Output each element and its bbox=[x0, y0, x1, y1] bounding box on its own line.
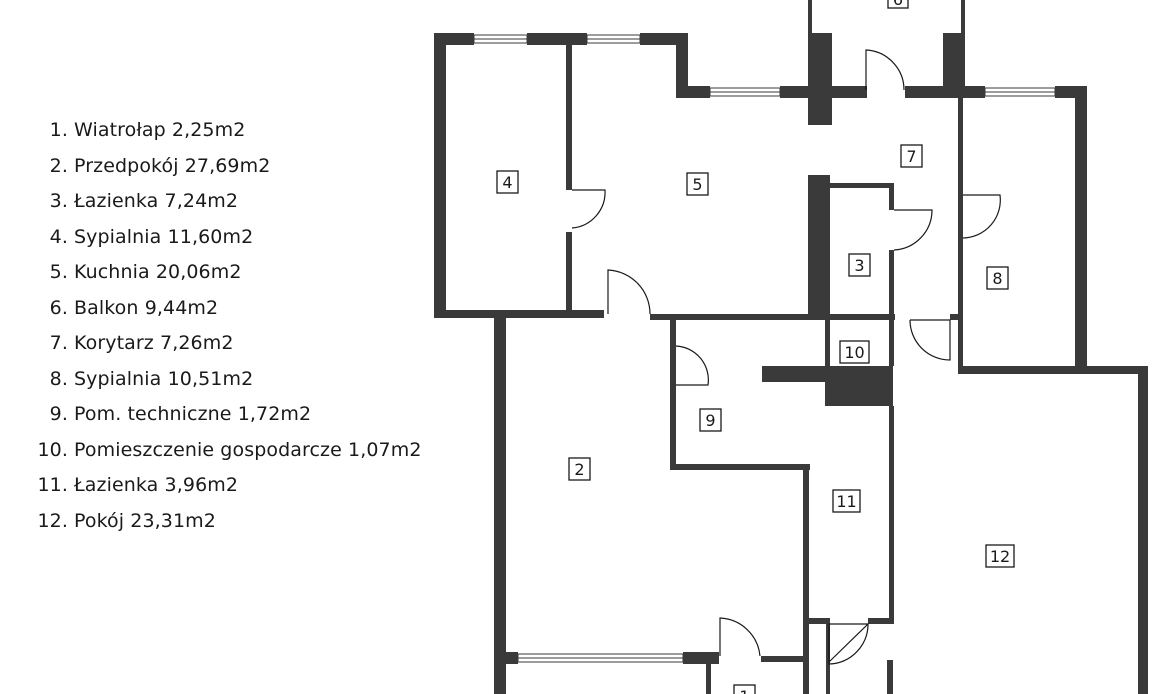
wall-corridor-stub bbox=[950, 314, 963, 320]
wall-north-12 bbox=[958, 366, 1148, 374]
svg-text:12: 12 bbox=[990, 547, 1010, 566]
legend-item-3: 3.Łazienka 7,24m2 bbox=[49, 190, 239, 212]
wall-east-12 bbox=[1138, 366, 1148, 694]
wall-south-5 bbox=[650, 314, 825, 320]
legend-item-12: 12.Pokój 23,31m2 bbox=[37, 509, 216, 532]
pier-west-6 bbox=[808, 33, 832, 125]
wall-4-5-top bbox=[566, 33, 572, 190]
wall-stub-12 bbox=[887, 660, 893, 694]
wall-west-11 bbox=[803, 470, 809, 694]
wall-east-8 bbox=[1075, 86, 1087, 374]
wall-west-8 bbox=[958, 98, 963, 370]
wall-north-5b bbox=[676, 86, 710, 98]
room-label-10: 10 bbox=[839, 340, 870, 364]
door-room-11-frame bbox=[828, 623, 870, 664]
room-label-12: 12 bbox=[985, 544, 1015, 568]
door-room-12 bbox=[909, 319, 951, 361]
door-room-4 bbox=[571, 189, 606, 229]
wall-south-2a bbox=[494, 652, 518, 664]
room-label-7: 7 bbox=[900, 144, 923, 168]
wall-west-9 bbox=[670, 314, 676, 470]
room-label-9: 9 bbox=[699, 408, 722, 432]
svg-text:5: 5 bbox=[692, 175, 702, 194]
svg-text:1: 1 bbox=[739, 687, 749, 694]
wall-south-9 bbox=[670, 464, 810, 470]
legend-item-2: 2.Przedpokój 27,69m2 bbox=[49, 154, 271, 177]
wall-south-2b bbox=[683, 652, 719, 664]
door-room-2-top bbox=[607, 269, 651, 315]
windows bbox=[473, 34, 1056, 663]
doors bbox=[571, 49, 1001, 665]
wall-east-10 bbox=[889, 320, 894, 366]
wall-north-4a bbox=[434, 33, 474, 45]
legend-item-8: 8.Sypialnia 10,51m2 bbox=[49, 367, 254, 390]
legend-item-11: 11.Łazienka 3,96m2 bbox=[37, 474, 239, 496]
walls bbox=[434, 0, 1148, 694]
wall-north-4b bbox=[527, 33, 587, 45]
wall-step-5 bbox=[676, 33, 688, 98]
room-legend: 1.Wiatrołap 2,25m2 2.Przedpokój 27,69m2 … bbox=[30, 116, 422, 542]
balcony-rail-east bbox=[961, 0, 965, 33]
wall-west-10 bbox=[825, 320, 830, 366]
balcony-rail-west bbox=[808, 0, 812, 33]
door-room-9 bbox=[675, 345, 709, 386]
legend-item-10: 10.Pomieszczenie gospodarcze 1,07m2 bbox=[37, 438, 422, 461]
room-label-1: 1 bbox=[733, 684, 756, 694]
wall-south-2c bbox=[761, 656, 809, 662]
wall-south-11a bbox=[803, 618, 829, 624]
room-label-3: 3 bbox=[848, 253, 871, 277]
wall-west-4 bbox=[434, 33, 446, 316]
svg-text:9: 9 bbox=[705, 411, 715, 430]
wall-east-3b bbox=[889, 250, 894, 320]
wall-passage bbox=[826, 618, 830, 694]
wall-south-3 bbox=[825, 314, 895, 320]
door-room-1 bbox=[719, 617, 761, 657]
svg-text:7: 7 bbox=[906, 147, 916, 166]
svg-text:6: 6 bbox=[893, 0, 903, 9]
svg-text:4: 4 bbox=[502, 173, 512, 192]
legend-item-9: 9.Pom. techniczne 1,72m2 bbox=[49, 403, 312, 425]
legend-item-6: 6.Balkon 9,44m2 bbox=[49, 296, 219, 319]
wall-west-2 bbox=[494, 310, 506, 694]
door-room-8 bbox=[962, 194, 1001, 239]
pier-east-6 bbox=[943, 33, 965, 93]
svg-text:2: 2 bbox=[574, 460, 584, 479]
door-room-3 bbox=[893, 209, 933, 251]
room-label-2: 2 bbox=[568, 457, 591, 481]
wall-4-5-bottom bbox=[566, 232, 572, 316]
room-labels: 6 4 5 7 3 8 10 9 bbox=[496, 0, 1015, 694]
legend-item-7: 7.Korytarz 7,26m2 bbox=[49, 332, 234, 354]
room-label-5: 5 bbox=[686, 172, 709, 196]
legend-item-1: 1.Wiatrołap 2,25m2 bbox=[49, 119, 246, 141]
svg-text:8: 8 bbox=[992, 269, 1002, 288]
wall-west-1 bbox=[706, 656, 711, 694]
room-label-6: 6 bbox=[887, 0, 909, 9]
wall-west-3 bbox=[808, 175, 830, 320]
room-label-11: 11 bbox=[832, 489, 861, 513]
wall-east-3a bbox=[889, 183, 894, 210]
svg-text:10: 10 bbox=[844, 343, 864, 362]
legend-item-4: 4.Sypialnia 11,60m2 bbox=[49, 225, 254, 248]
door-room-11 bbox=[828, 623, 869, 665]
wall-north-3 bbox=[808, 183, 894, 188]
wall-east-11 bbox=[889, 406, 894, 624]
svg-text:3: 3 bbox=[854, 256, 864, 275]
wall-east-9 bbox=[762, 366, 827, 382]
room-label-4: 4 bbox=[496, 170, 519, 194]
door-balcony bbox=[865, 49, 905, 91]
wall-south-11b bbox=[868, 618, 894, 624]
wall-south-4 bbox=[434, 310, 604, 318]
room-label-8: 8 bbox=[986, 266, 1009, 290]
legend-item-5: 5.Kuchnia 20,06m2 bbox=[49, 261, 242, 283]
shaft-10 bbox=[825, 366, 893, 406]
svg-text:11: 11 bbox=[836, 492, 856, 511]
